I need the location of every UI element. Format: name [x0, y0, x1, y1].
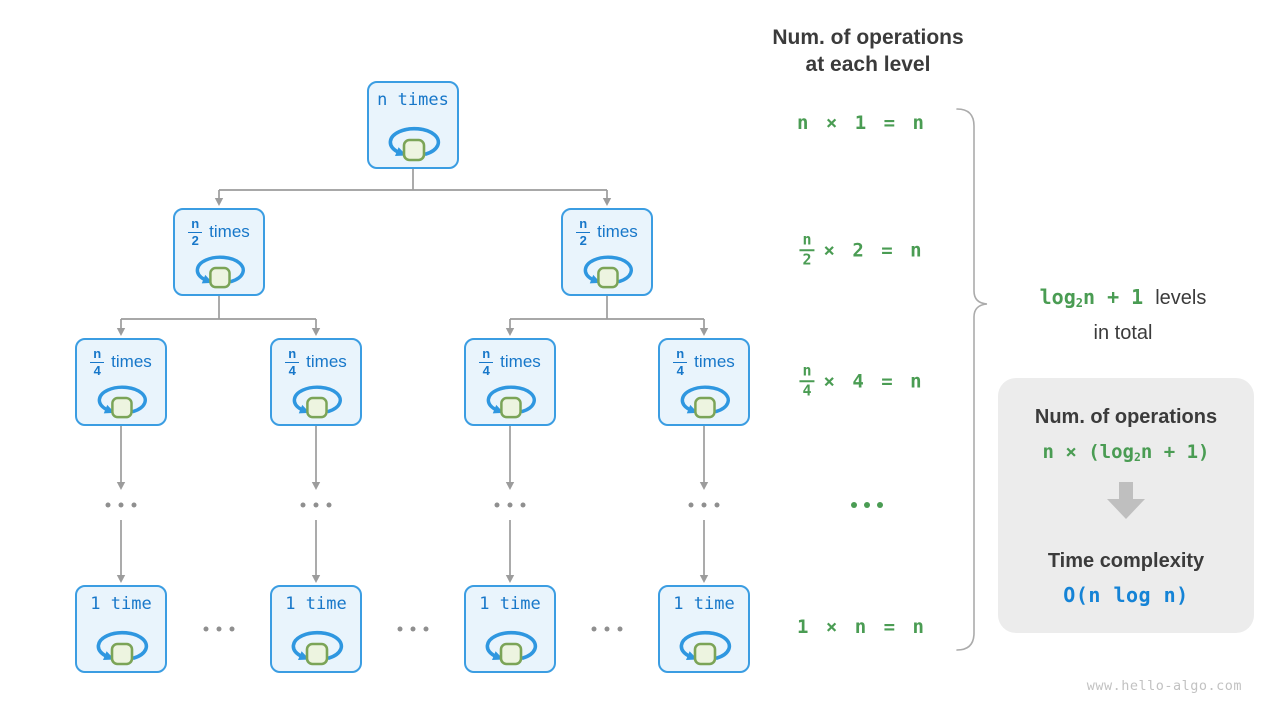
ellipsis-dots	[591, 626, 623, 632]
formula-text: × 4 = n	[823, 370, 925, 392]
website-watermark: www.hello-algo.com	[1086, 678, 1242, 694]
ellipsis-dots	[203, 626, 235, 632]
loop-icon	[486, 385, 536, 419]
panel-title-operations: Num. of operations	[1034, 406, 1218, 428]
down-arrow-icon	[1107, 481, 1145, 519]
brace-label-line1: log2n + 1 levels	[1040, 282, 1207, 318]
ellipsis-dots	[300, 502, 332, 508]
loop-icon	[679, 630, 732, 666]
loop-icon	[195, 255, 245, 289]
loop-icon	[388, 126, 441, 162]
formula-text: 1 × n = n	[797, 616, 927, 638]
loop-icon	[583, 255, 633, 289]
formula-text: n × 1 = n	[797, 112, 927, 134]
node-label: n times	[377, 90, 449, 110]
loop-node: 1 time	[270, 585, 362, 673]
levels-expression: log2n + 1	[1039, 285, 1144, 310]
formula-level-3: n 4 × 4 = n	[799, 362, 925, 399]
panel-title-complexity: Time complexity	[1047, 549, 1205, 572]
ellipsis-dots	[688, 502, 720, 508]
loop-icon	[485, 630, 538, 666]
node-label: 1 time	[90, 594, 152, 614]
header-line1: Num. of operations	[772, 26, 964, 49]
operations-expression: n × (log2n + 1)	[1042, 441, 1210, 464]
formula-text: × 2 = n	[823, 239, 925, 261]
formula-level-2: n 2 × 2 = n	[799, 231, 925, 268]
loop-node: 1 time	[658, 585, 750, 673]
ellipsis-dots	[397, 626, 429, 632]
formula-level-5: 1 × n = n	[797, 616, 927, 638]
loop-node: 1 time	[75, 585, 167, 673]
time-complexity-value: O(n log n)	[1063, 582, 1189, 607]
curly-brace	[956, 108, 988, 651]
formula-level-1: n × 1 = n	[797, 112, 927, 134]
node-label: 1 time	[479, 594, 541, 614]
ellipsis-green	[851, 502, 883, 508]
ellipsis-dots	[494, 502, 526, 508]
node-label: 1 time	[673, 594, 735, 614]
summary-panel: Num. of operations n × (log2n + 1) Time …	[998, 378, 1254, 633]
loop-icon	[292, 385, 342, 419]
loop-icon	[96, 630, 149, 666]
loop-node: 1 time	[464, 585, 556, 673]
brace-label-line2: in total	[1093, 322, 1153, 344]
loop-icon	[291, 630, 344, 666]
fraction: n 4	[799, 362, 815, 399]
loop-node: n times	[367, 81, 459, 169]
node-label: 1 time	[285, 594, 347, 614]
header-line2: at each level	[805, 53, 931, 76]
fraction: n 2	[799, 231, 815, 268]
loop-icon	[680, 385, 730, 419]
ellipsis-dots	[105, 502, 137, 508]
brace-label: log2n + 1 levels in total	[1040, 282, 1207, 348]
column-header: Num. of operations at each level	[772, 24, 963, 78]
levels-word: levels	[1155, 287, 1207, 309]
loop-icon	[97, 385, 147, 419]
